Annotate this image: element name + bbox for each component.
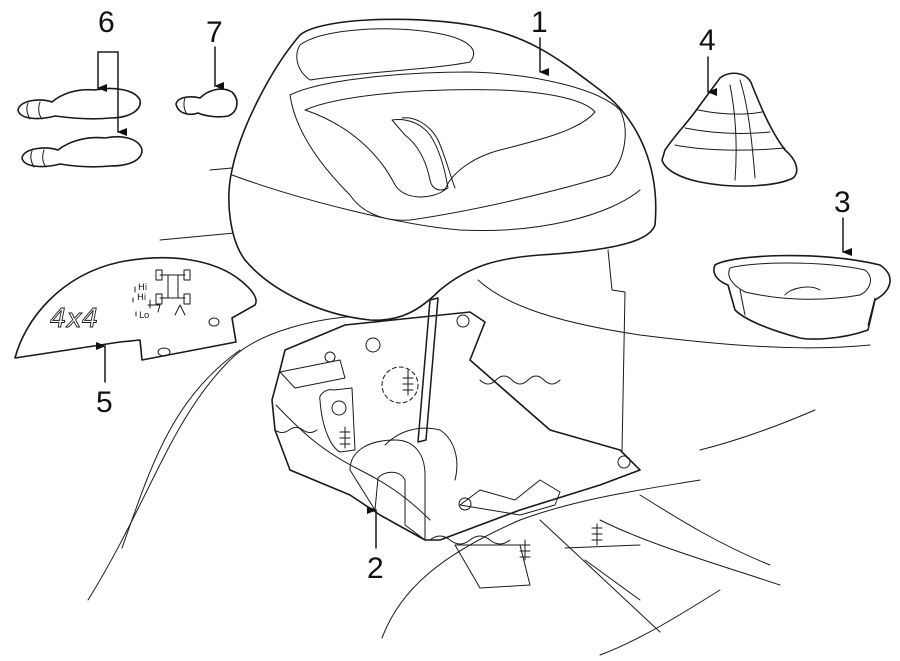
bracket-serrated-edge [479,375,561,385]
floor-contour-line [599,589,721,656]
shift-knobs-pair [17,87,143,168]
knob-ridge [183,97,188,115]
floor-plate [454,544,531,589]
bin-wall-edge [739,289,876,326]
storage-bin [713,254,891,340]
bracket-hole [331,400,347,416]
callout-5-label: 5 [96,386,113,419]
drivetrain-wheel-icon [155,293,163,305]
decal-glyph [147,299,161,313]
fastener-hidden-circle [381,366,419,404]
shifter-boot-mount [349,439,426,541]
floor-contour-line [599,519,781,586]
callout-labels: 1 2 3 4 5 6 7 [96,6,851,585]
tunnel-inner-line [121,349,241,549]
floor-bolt [591,523,603,546]
decal-ticks [132,286,137,317]
boot-fold [674,144,786,151]
decal-hi-label: Hi [137,293,146,303]
knob-ridge [30,149,47,168]
bracket-serrated-edge [429,535,511,545]
bracket-post [319,387,356,453]
drivetrain-wheel-icon [183,293,191,305]
shifter-bracket [271,297,641,545]
decal-plate [14,256,257,361]
console-tray [304,89,596,198]
bracket-ear [279,359,346,389]
console-storage-lid [296,28,475,81]
shift-boot [661,72,798,187]
shifter-slot [391,119,449,191]
floor-contour-line [639,494,771,566]
shifter-dome [384,427,458,481]
callout-4-label: 4 [699,24,716,57]
floor-contour-line [539,519,661,633]
console-shell [228,18,657,321]
bin-floor-curve [784,286,821,296]
callout-7-label: 7 [206,16,223,49]
decal-hole [157,347,171,357]
bracket-hole [617,455,631,469]
knob-ridge [26,101,43,120]
decal-lo-label: Lo [139,311,150,321]
shifter-slot-edge [401,117,456,189]
shift-lever-rod [417,297,439,443]
shift-knob [175,88,238,118]
bracket-serrated-edge [274,427,318,433]
boot-seam [739,79,756,179]
bracket-hole [458,497,472,511]
bracket-bolt [402,369,414,396]
boot-fold [684,127,771,134]
decal-hole [208,317,220,327]
floor-bolts [519,523,603,561]
floor-contour-line [699,409,816,451]
console-top-surface [289,71,626,221]
floor-contour-line [564,544,641,549]
callout-leaders [96,37,852,549]
floor-contour-line [477,279,871,349]
shift-decal: 4x4 Hi Hi Lo [14,256,257,361]
bin-rim [728,262,871,300]
shift-knob [21,135,143,168]
bracket-bolt [339,426,351,449]
console-rear-edge [607,249,626,453]
drivetrain-icon [159,274,186,299]
bracket-hole [456,314,470,328]
console-crease [231,174,641,232]
floor-bolt [519,539,531,561]
decal-hi-label: Hi [138,283,147,293]
drivetrain-wheel-icon [183,269,191,281]
shift-knob-single [175,88,238,118]
decal-glyph [174,304,186,316]
floor-contour-line [381,479,701,639]
floor-line [209,167,233,171]
decal-4x4-text: 4x4 [50,304,98,334]
drivetrain-wheel-icon [155,269,163,281]
bracket-hole [365,337,381,353]
bracket-base [271,311,641,541]
console-housing [228,18,657,453]
boot-body [661,72,798,187]
boot-seam [729,84,737,181]
floor-line [159,231,246,241]
bracket-hole [324,351,336,363]
callout-2-label: 2 [367,552,384,585]
bracket-rib [459,479,561,516]
floor-background-lines [87,167,871,656]
callout-3-label: 3 [834,186,851,219]
bracket-flange-edge [275,404,431,521]
boot-fold [697,109,763,115]
shift-knob [17,87,141,120]
floor-contour-line [584,559,641,601]
callout-6-label: 6 [98,6,115,39]
bin-body [713,254,891,340]
callout-1-label: 1 [531,6,548,39]
